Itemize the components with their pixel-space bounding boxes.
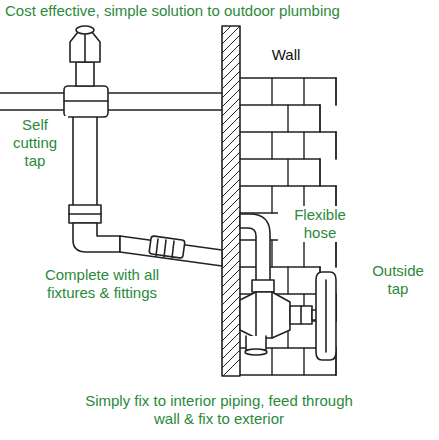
brick-joint [319,105,320,132]
hatch-line [222,62,240,80]
brick-joint [287,267,288,294]
brick-joint [287,105,288,132]
hatch-line [222,35,240,53]
brick-edge [335,132,336,159]
flexible-hose [240,214,270,282]
hatch-line [222,287,240,305]
self-cutting-tap [64,26,120,252]
hatch-line [222,152,240,170]
brick-joint [287,159,288,186]
hatch-line [222,251,240,269]
brick-joint [335,78,336,105]
brick-joint [335,132,336,159]
wall-section [222,26,240,376]
brick-joint [335,240,336,267]
callout-label: Complete with all fixtures & fittings [40,266,164,302]
hatch-line [222,206,240,224]
hatch-line [222,98,240,116]
brick-course [240,158,320,159]
callout-label: Outside tap [360,262,436,298]
brick-edge [319,159,320,186]
hatch-line [222,107,240,125]
hatch-line [222,161,240,179]
hatch-line [222,44,240,62]
hatch-line [222,134,240,152]
brick-course [240,185,336,186]
hatch-line [222,53,240,71]
hatch-line [222,332,240,350]
hatch-line [222,89,240,107]
hatch-line [222,278,240,296]
brick-joint [303,240,304,267]
brick-joint [271,348,272,375]
brick-course [240,374,336,375]
title: Cost effective, simple solution to outdo… [5,2,340,20]
hatch-line [222,125,240,143]
hatch-line [222,296,240,314]
hatch-line [222,188,240,206]
callout-label: Self cutting tap [2,116,68,170]
hatch-line [222,233,240,251]
brick-edge [335,78,336,105]
brick-edge [319,105,320,132]
interior-pipe [0,93,222,110]
hatch-line [222,305,240,323]
caption: Simply fix to interior piping, feed thro… [74,392,364,428]
brick-joint [271,78,272,105]
hatch-line [222,224,240,242]
hose-fitting [120,236,222,266]
hatch-line [222,26,240,44]
brick-joint [303,348,304,375]
wall-hatching [222,26,240,376]
hatch-line [222,26,240,35]
brick-course [240,104,320,105]
hatch-line [222,215,240,233]
brick-course [240,266,320,267]
hatch-line [222,350,240,368]
hatch-line [222,197,240,215]
brick-joint [271,186,272,213]
outside-tap [240,272,336,360]
brick-joint [303,132,304,159]
hatch-line [222,341,240,359]
hatch-line [222,260,240,278]
brick-course [240,77,336,78]
callout-label: Flexible hose [278,206,362,242]
hatch-line [222,170,240,188]
hatch-line [222,323,240,341]
hatch-line [222,314,240,332]
brick-joint [303,78,304,105]
hatch-line [222,242,240,260]
brick-edge [335,240,336,267]
brick-joint [319,159,320,186]
hatch-line [222,359,240,376]
hatch-line [222,80,240,98]
wall-label: Wall [262,46,310,64]
hatch-line [222,179,240,197]
hatch-line [222,143,240,161]
brick-course [240,131,336,132]
hatch-line [222,116,240,134]
brick-joint [271,240,272,267]
hatch-line [222,71,240,89]
brick-joint [271,132,272,159]
hatch-line [222,269,240,287]
